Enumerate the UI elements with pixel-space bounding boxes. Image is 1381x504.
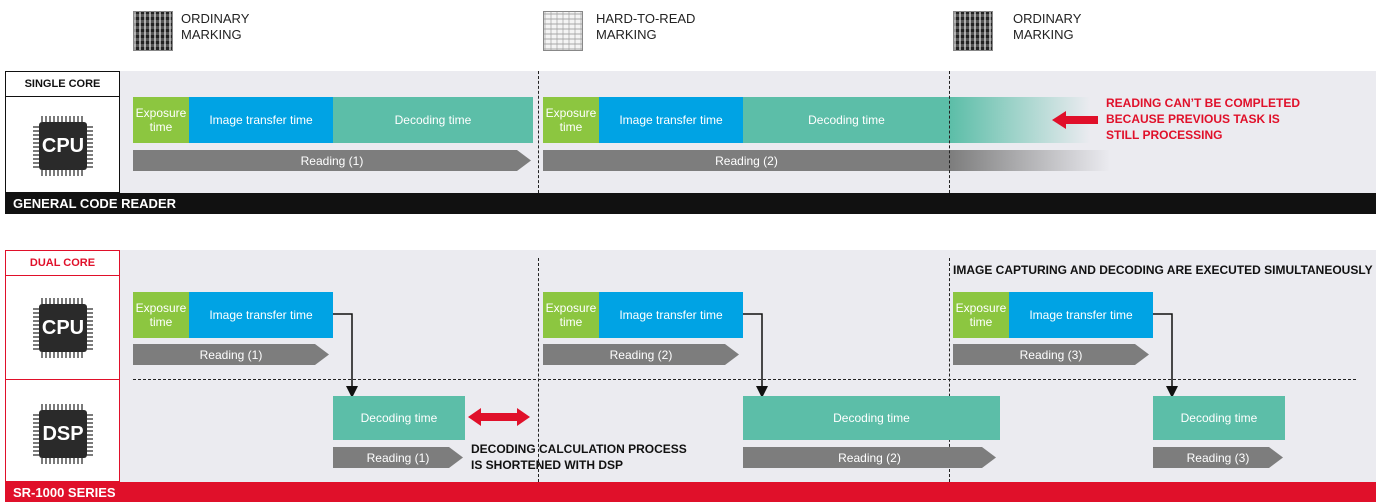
cycle-divider [949, 258, 950, 482]
core-divider [5, 379, 120, 380]
ordinary-data-matrix-icon [133, 11, 173, 51]
marking-3-line1: ORDINARY [1013, 11, 1082, 26]
exposure-line1: Exposure [545, 106, 597, 120]
simultaneous-note: IMAGE CAPTURING AND DECODING ARE EXECUTE… [953, 263, 1373, 277]
reading-1-arrow: Reading (1) [133, 150, 531, 171]
image-transfer-bar: Image transfer time [599, 292, 743, 338]
handoff-arrow-1 [333, 313, 358, 398]
image-transfer-bar: Image transfer time [599, 97, 743, 143]
shortened-note: DECODING CALCULATION PROCESS IS SHORTENE… [471, 441, 687, 473]
shortened-note-line2: IS SHORTENED WITH DSP [471, 458, 624, 472]
dual-core-badge: DUAL CORE [5, 250, 120, 276]
exposure-line1: Exposure [955, 301, 1007, 315]
general-code-reader-footer: GENERAL CODE READER [5, 193, 1376, 214]
reading-2-arrow: Reading (2) [543, 344, 739, 365]
marking-label-2: HARD-TO-READ MARKING [596, 11, 695, 43]
exposure-line2: time [559, 120, 583, 134]
reading-3-arrow: Reading (3) [953, 344, 1149, 365]
image-transfer-bar: Image transfer time [1009, 292, 1153, 338]
marking-2-line1: HARD-TO-READ [596, 11, 696, 26]
decoding-time-bar: Decoding time [333, 396, 465, 440]
reading-2-bar: Reading (2) [543, 150, 950, 171]
warning-line3: STILL PROCESSING [1106, 128, 1223, 142]
dsp-label: DSP [39, 410, 87, 458]
cycle-divider [538, 71, 539, 193]
hard-to-read-data-matrix-icon [543, 11, 583, 51]
warning-line1: READING CAN’T BE COMPLETED [1106, 96, 1301, 110]
cpu-chip-icon: CPU [33, 116, 93, 176]
sr-panel [5, 250, 1376, 482]
cpu-label: CPU [39, 304, 87, 352]
cycle-divider [949, 71, 950, 193]
cycle-divider [538, 258, 539, 482]
marking-1-line1: ORDINARY [181, 11, 250, 26]
exposure-line1: Exposure [135, 301, 187, 315]
decoding-time-bar: Decoding time [1153, 396, 1285, 440]
image-transfer-bar: Image transfer time [189, 292, 333, 338]
exposure-line2: time [969, 315, 993, 329]
marking-2-line2: MARKING [596, 27, 657, 42]
marking-label-1: ORDINARY MARKING [181, 11, 249, 43]
red-double-arrow-icon [468, 408, 530, 426]
exposure-line1: Exposure [135, 106, 187, 120]
ordinary-data-matrix-icon [953, 11, 993, 51]
cpu-dsp-divider [133, 379, 1356, 380]
decoding-time-bar: Decoding time [333, 97, 533, 143]
handoff-arrow-2 [743, 313, 768, 398]
reading-2-arrow: Reading (2) [743, 447, 996, 468]
image-transfer-bar: Image transfer time [189, 97, 333, 143]
cpu-chip-icon: CPU [33, 298, 93, 358]
reading-3-arrow: Reading (3) [1153, 447, 1283, 468]
cpu-label: CPU [39, 122, 87, 170]
exposure-line2: time [149, 120, 173, 134]
red-left-arrow-icon [1052, 111, 1098, 129]
sr-1000-series-footer: SR-1000 SERIES [5, 482, 1376, 502]
marking-1-line2: MARKING [181, 27, 242, 42]
warning-line2: BECAUSE PREVIOUS TASK IS [1106, 112, 1280, 126]
reading-1-arrow: Reading (1) [333, 447, 463, 468]
exposure-line2: time [149, 315, 173, 329]
marking-label-3: ORDINARY MARKING [1013, 11, 1081, 43]
decoding-time-bar: Decoding time [743, 97, 950, 143]
reading-overflow-fade [950, 150, 1110, 171]
exposure-line1: Exposure [545, 301, 597, 315]
handoff-arrow-3 [1153, 313, 1178, 398]
dsp-chip-icon: DSP [33, 404, 93, 464]
warning-text: READING CAN’T BE COMPLETED BECAUSE PREVI… [1106, 95, 1300, 143]
single-core-badge: SINGLE CORE [5, 71, 120, 97]
decoding-time-bar: Decoding time [743, 396, 1000, 440]
shortened-note-line1: DECODING CALCULATION PROCESS [471, 442, 687, 456]
reading-1-arrow: Reading (1) [133, 344, 329, 365]
marking-3-line2: MARKING [1013, 27, 1074, 42]
exposure-line2: time [559, 315, 583, 329]
